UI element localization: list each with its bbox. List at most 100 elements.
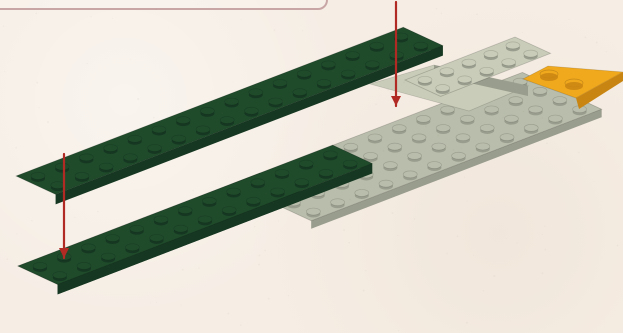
stud-top xyxy=(123,154,137,161)
stud-top xyxy=(125,244,139,251)
paper-speck xyxy=(441,13,442,14)
stud-top xyxy=(408,152,422,159)
paper-speck xyxy=(542,234,543,235)
paper-speck xyxy=(425,126,426,127)
paper-speck xyxy=(375,103,377,105)
stud-top xyxy=(346,52,360,59)
paper-speck xyxy=(257,201,259,203)
paper-speck xyxy=(36,82,38,84)
stud-top xyxy=(553,97,567,104)
stud-top xyxy=(458,76,472,83)
stud-top xyxy=(77,262,91,269)
stud-top xyxy=(548,115,562,122)
stud-top xyxy=(427,162,441,169)
paper-speck xyxy=(35,13,37,15)
paper-speck xyxy=(258,264,260,266)
stud-top xyxy=(416,115,430,122)
paper-speck xyxy=(113,294,114,295)
stud-top xyxy=(343,160,357,167)
paper-speck xyxy=(264,250,266,252)
stud-top xyxy=(480,124,494,131)
paper-speck xyxy=(137,98,139,100)
paper-speck xyxy=(436,8,438,10)
stud-top xyxy=(418,76,432,83)
paper-speck xyxy=(232,82,233,83)
paper-speck xyxy=(397,235,398,236)
paper-speck xyxy=(181,304,182,305)
paper-speck xyxy=(38,107,39,108)
stud-top xyxy=(365,61,379,68)
stud-top xyxy=(178,207,192,214)
stud-top xyxy=(106,235,120,242)
stud-top xyxy=(200,107,214,114)
paper-speck xyxy=(466,322,468,324)
paper-speck xyxy=(198,4,199,5)
stud-top xyxy=(317,79,331,86)
paper-speck xyxy=(337,130,338,131)
paper-speck xyxy=(265,192,267,194)
paper-speck xyxy=(414,218,415,219)
paper-speck xyxy=(240,324,242,326)
stud-top xyxy=(104,145,118,152)
paper-speck xyxy=(446,253,447,254)
stud-top xyxy=(299,160,313,167)
paper-speck xyxy=(105,58,106,59)
paper-speck xyxy=(155,9,157,11)
stud-top xyxy=(355,189,369,196)
stud-top xyxy=(460,115,474,122)
paper-speck xyxy=(437,135,439,137)
paper-speck xyxy=(224,206,225,207)
stud-top xyxy=(456,134,470,141)
paper-speck xyxy=(35,282,36,283)
paper-speck xyxy=(541,272,543,274)
paper-speck xyxy=(366,207,367,208)
paper-speck xyxy=(15,147,17,149)
paper-speck xyxy=(483,290,484,291)
stud-top xyxy=(306,208,320,215)
paper-speck xyxy=(74,217,75,218)
stud-top xyxy=(368,134,382,141)
stud-top xyxy=(271,188,285,195)
paper-speck xyxy=(523,111,525,113)
paper-speck xyxy=(241,19,242,20)
paper-speck xyxy=(453,149,455,151)
paper-speck xyxy=(363,290,365,292)
stud-top xyxy=(441,106,455,113)
stud-top xyxy=(506,42,520,49)
paper-speck xyxy=(212,88,213,89)
paper-speck xyxy=(546,143,548,145)
stud-top xyxy=(251,179,265,186)
paper-speck xyxy=(228,177,229,178)
stud-top xyxy=(403,171,417,178)
paper-speck xyxy=(156,302,157,303)
stud-top xyxy=(476,143,490,150)
paper-speck xyxy=(617,245,619,247)
paper-speck xyxy=(394,196,395,197)
paper-speck xyxy=(322,86,323,87)
stud-top xyxy=(388,143,402,150)
paper-speck xyxy=(436,80,437,81)
paper-speck xyxy=(286,100,287,101)
stud-top xyxy=(128,135,142,142)
paper-speck xyxy=(348,242,350,244)
stud-top xyxy=(414,42,428,49)
stud-top xyxy=(383,162,397,169)
paper-speck xyxy=(590,138,591,139)
paper-speck xyxy=(569,19,570,20)
paper-speck xyxy=(401,85,402,86)
stud-top xyxy=(227,188,241,195)
stud-top xyxy=(33,262,47,269)
stud-top xyxy=(130,225,144,232)
stud-top xyxy=(244,107,258,114)
stud-top xyxy=(249,89,263,96)
paper-speck xyxy=(156,215,157,216)
paper-speck xyxy=(278,221,279,222)
stud-top xyxy=(331,199,345,206)
paper-speck xyxy=(392,212,394,214)
paper-speck xyxy=(596,42,598,44)
paper-speck xyxy=(476,14,478,16)
paper-speck xyxy=(91,16,92,17)
paper-speck xyxy=(387,89,389,91)
stud-top xyxy=(341,70,355,77)
paper-speck xyxy=(16,233,17,234)
